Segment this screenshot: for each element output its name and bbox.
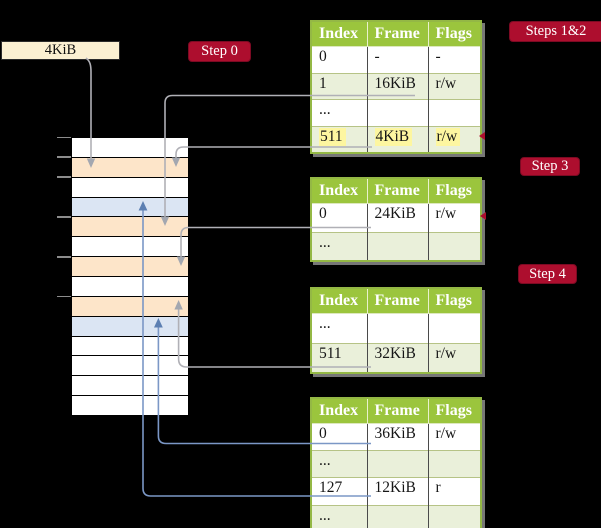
table-cell: r/w (427, 423, 481, 451)
memory-frame-row-blue (72, 315, 188, 336)
table-cell (366, 450, 428, 478)
table-cell: r/w (427, 72, 481, 100)
table-cell (427, 313, 481, 343)
memory-tick (57, 216, 71, 218)
memory-frame-row-white (72, 176, 188, 197)
table-row: ... (311, 99, 481, 126)
table-cell: ... (311, 231, 367, 261)
table-cell: 16KiB (366, 72, 428, 100)
table-cell: ... (311, 99, 367, 126)
table-cell: r/w (427, 342, 481, 373)
table-cell: r/w (427, 125, 481, 153)
table-row: ... (311, 231, 481, 261)
table-row: ... (311, 313, 481, 343)
table-row: 0 -- (311, 46, 481, 73)
table-cell: r/w (427, 203, 481, 232)
highlighted-value: 511 (319, 127, 346, 146)
table-cell: ... (319, 315, 331, 332)
red-pointer-icon (479, 132, 485, 140)
table-cell: 0 (319, 205, 327, 222)
memory-frame-row-white (72, 395, 188, 416)
frame-size-label: 4KiB (1, 41, 120, 60)
highlighted-value: r/w (435, 127, 461, 146)
table-cell (427, 99, 481, 126)
table-cell (366, 313, 428, 343)
badge-steps-1-2: Steps 1&2 (509, 21, 601, 42)
table-cell: ... (311, 450, 367, 478)
table-cell: 1 (311, 72, 367, 100)
column-header: Frame (366, 178, 428, 204)
table-cell: 24KiB (366, 203, 428, 232)
memory-frame-row-white (72, 335, 188, 356)
table-row: 511 4KiB r/w (311, 125, 481, 153)
column-header: Flags (427, 288, 481, 314)
column-header: Frame (366, 288, 428, 314)
table-cell: - (366, 46, 428, 73)
memory-frame-row-blue (72, 196, 188, 217)
frame-size-text: 4KiB (44, 42, 77, 58)
table-cell (427, 450, 481, 478)
badge-step-4: Step 4 (518, 264, 577, 284)
table-cell: 511 (311, 125, 367, 153)
memory-frame-row-white (72, 276, 188, 296)
memory-frame-row-orange (72, 295, 188, 316)
table-cell (427, 504, 481, 528)
memory-frame-row-orange (72, 156, 188, 177)
column-header: Flags (427, 178, 481, 204)
table-row: ... (311, 450, 481, 478)
memory-tick (57, 176, 71, 178)
column-header: Flags (427, 21, 481, 47)
table-cell: 127 (311, 477, 367, 506)
column-header: Index (311, 178, 367, 204)
table-cell: 36KiB (366, 423, 428, 451)
table-cell: 12KiB (366, 477, 428, 506)
column-header: Frame (366, 21, 428, 47)
memory-frame-row-white (72, 355, 188, 376)
badge-step-3: Step 3 (520, 157, 580, 176)
table-cell: 4KiB (366, 125, 428, 153)
memory-frame-row-white (72, 375, 188, 396)
column-header: Frame (366, 398, 428, 424)
memory-frame-row-white (72, 138, 188, 157)
table-cell (427, 231, 481, 261)
memory-frame-row-orange (72, 216, 188, 237)
table-cell: 32KiB (366, 342, 428, 373)
memory-tick (57, 295, 71, 298)
table-cell: ... (311, 504, 367, 528)
highlighted-value: 4KiB (374, 127, 413, 146)
column-header: Index (311, 288, 367, 314)
table-cell: r (427, 477, 481, 506)
table-cell (366, 99, 428, 126)
memory-tick (57, 136, 71, 138)
memory-frame-row-orange (72, 256, 188, 277)
memory-tick (57, 156, 71, 158)
table-row: ... (311, 504, 481, 528)
column-header: Index (311, 21, 367, 47)
memory-column (71, 137, 189, 416)
table-cell: - (427, 46, 481, 73)
memory-frame-row-white (72, 236, 188, 257)
memory-tick (57, 256, 71, 258)
table-cell: 0 (319, 425, 327, 442)
table-cell (366, 504, 428, 528)
column-header: Flags (427, 398, 481, 424)
column-header: Index (311, 398, 367, 424)
table-cell (366, 231, 428, 261)
table-cell: 0 (319, 48, 327, 65)
badge-step-0: Step 0 (188, 41, 251, 62)
red-pointer-icon (480, 212, 486, 220)
table-cell: 511 (311, 342, 367, 373)
